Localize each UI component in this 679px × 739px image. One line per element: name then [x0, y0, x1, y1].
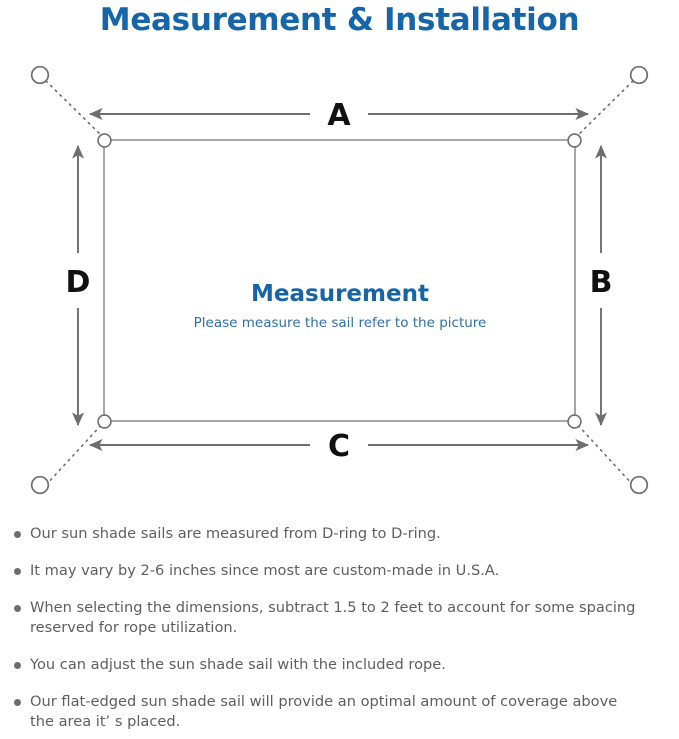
list-item: Our sun shade sails are measured from D-… [0, 524, 665, 544]
list-item-line-1: You can adjust the sun shade sail with t… [30, 656, 446, 673]
sail-body [103, 139, 576, 422]
list-item-line-1: It may vary by 2-6 inches since most are… [30, 562, 500, 579]
d-ring-bottom-left [97, 413, 112, 429]
list-item-line-2: reserved for rope utilization. [30, 619, 238, 636]
anchor-point-top-left [30, 65, 50, 85]
anchor-point-bottom-right [629, 475, 649, 495]
d-ring-top-left [97, 133, 112, 148]
bullet-icon [14, 531, 21, 538]
tether-line-bottom-right [574, 421, 634, 486]
list-item-line-1: Our flat-edged sun shade sail will provi… [30, 693, 618, 710]
list-item: Our flat-edged sun shade sail will provi… [0, 692, 665, 732]
list-item-line-2: the area it’ s placed. [30, 713, 181, 730]
notes-list: Our sun shade sails are measured from D-… [0, 524, 679, 732]
tether-line-top-left [45, 80, 105, 139]
d-rings [97, 133, 582, 429]
anchor-point-bottom-left [30, 475, 50, 495]
bullet-icon [14, 605, 21, 612]
dimension-label-c: C [328, 429, 350, 464]
list-item: You can adjust the sun shade sail with t… [0, 655, 665, 675]
tether-lines [45, 80, 634, 486]
tether-line-top-right [574, 80, 634, 139]
page-title: Measurement & Installation [99, 2, 580, 38]
bullet-icon [14, 568, 21, 575]
anchor-point-top-right [629, 65, 649, 85]
measurement-diagram: A C D B Measurement Please measure [0, 44, 679, 514]
list-item-line-1: When selecting the dimensions, subtract … [30, 599, 636, 616]
bullet-icon [14, 662, 21, 669]
d-ring-top-right [567, 133, 582, 148]
tether-line-bottom-left [45, 421, 105, 486]
dimension-label-b: B [590, 265, 613, 300]
bullet-icon [14, 699, 21, 706]
dimension-label-a: A [327, 98, 351, 133]
dimension-label-d: D [66, 265, 91, 300]
anchor-points [30, 65, 649, 495]
list-item-line-1: Our sun shade sails are measured from D-… [30, 525, 441, 542]
list-item: It may vary by 2-6 inches since most are… [0, 561, 665, 581]
d-ring-bottom-right [567, 413, 582, 429]
list-item: When selecting the dimensions, subtract … [0, 598, 665, 638]
